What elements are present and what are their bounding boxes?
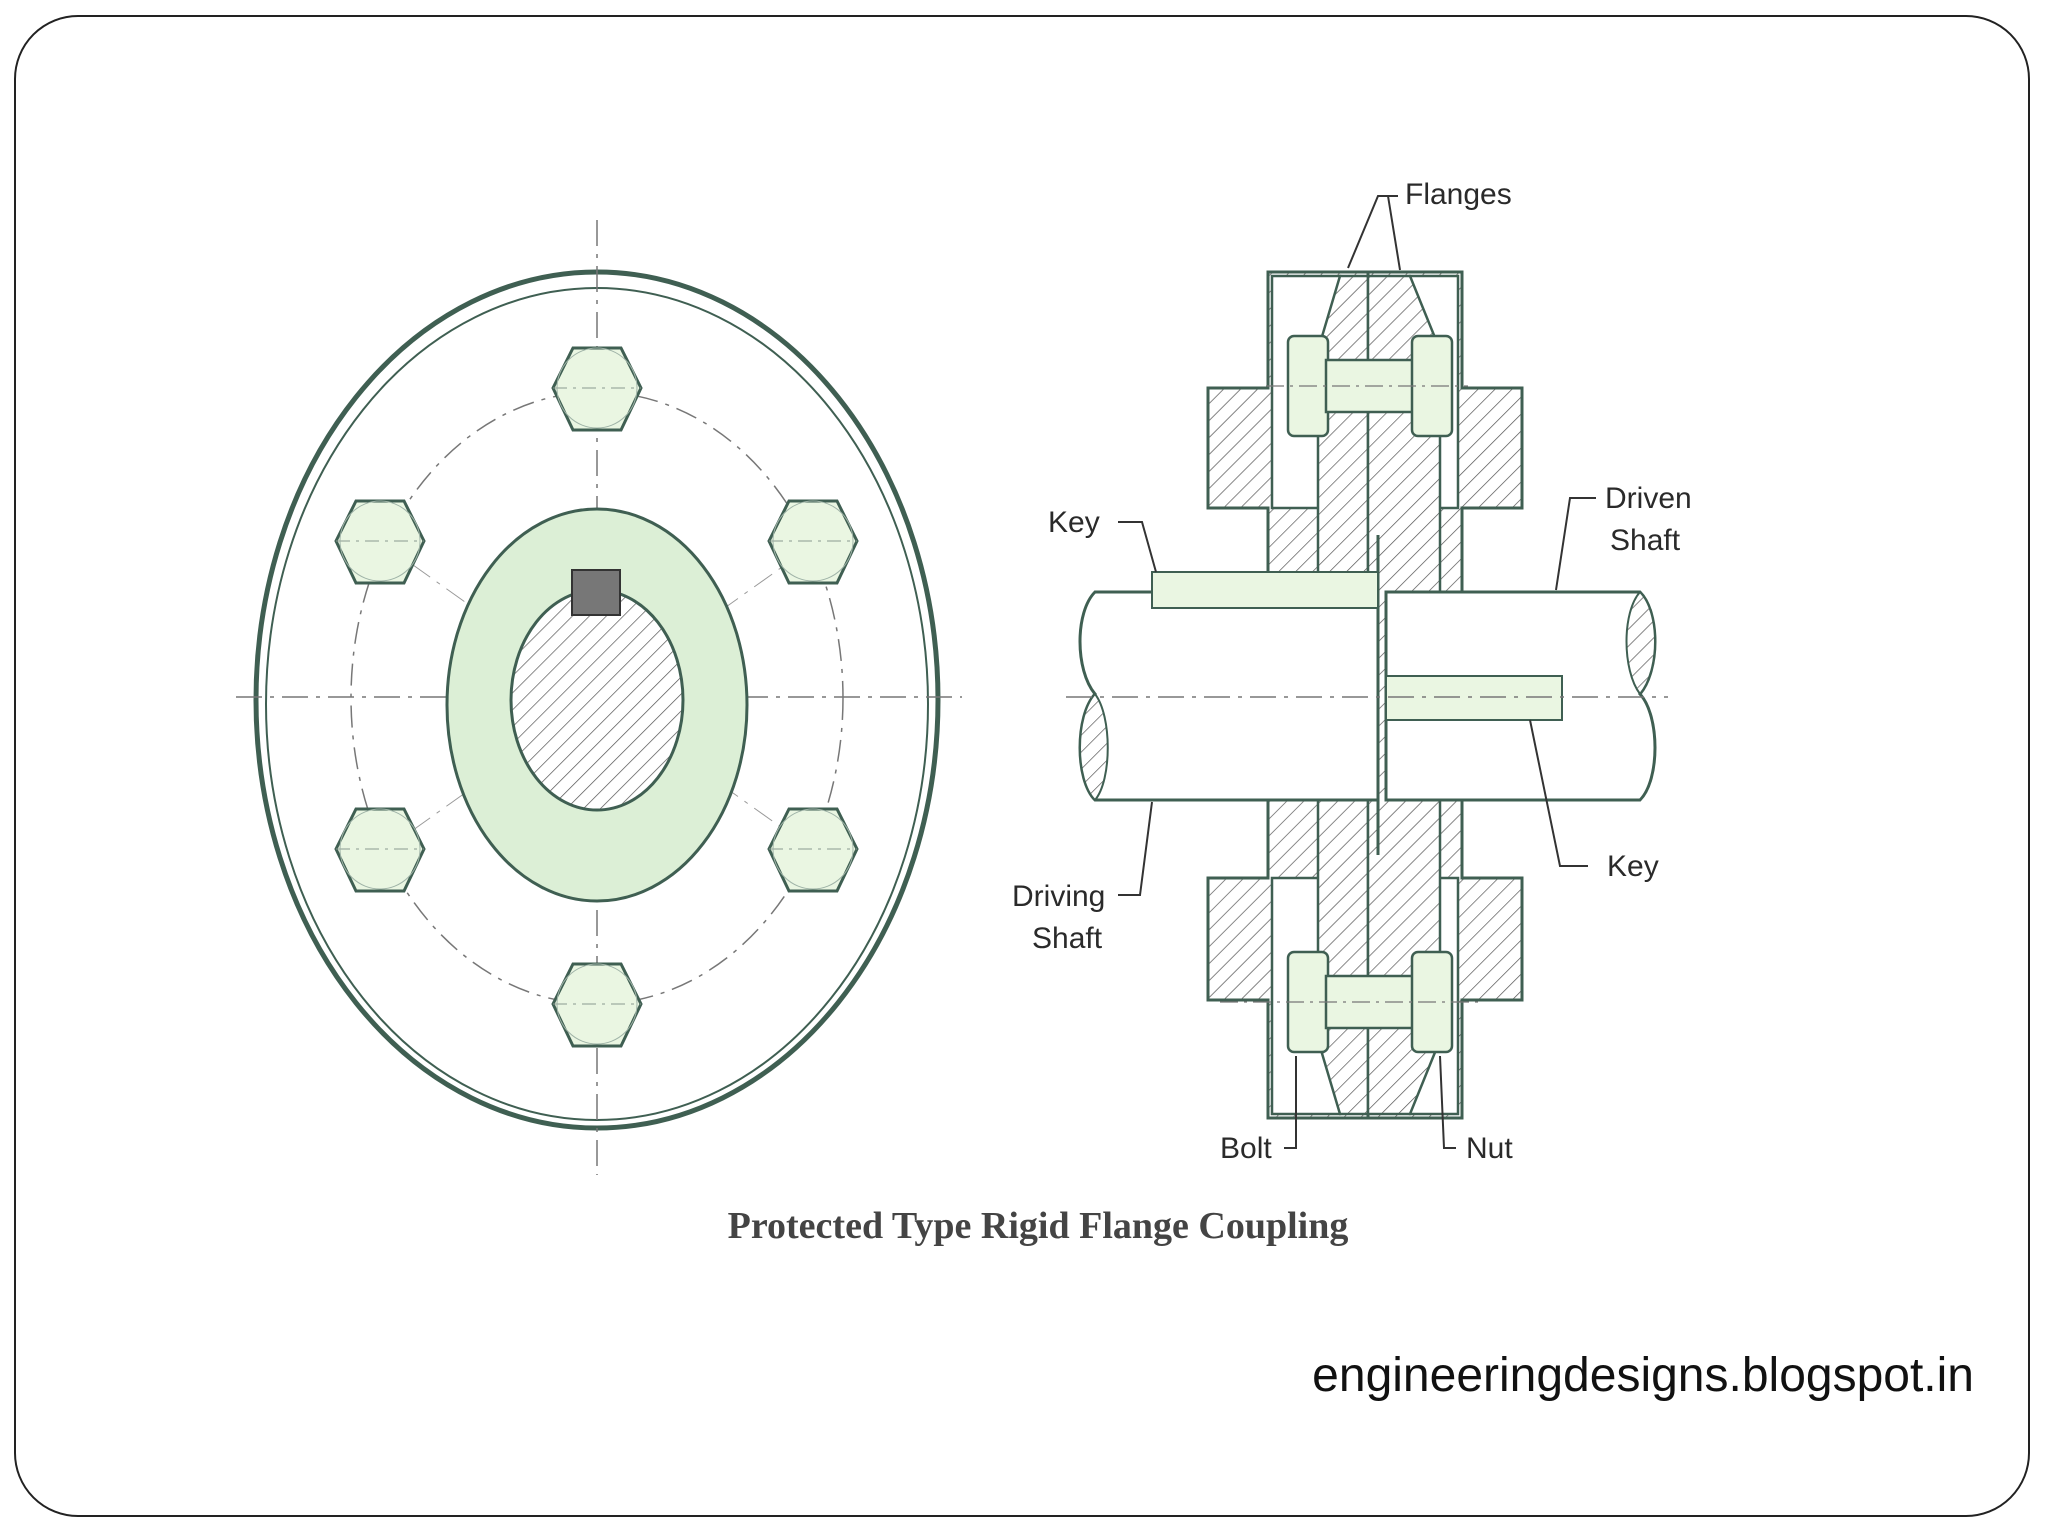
shaft-section [509, 588, 685, 812]
bolt-head-top [551, 346, 643, 432]
driven-shaft-break [1625, 590, 1656, 696]
watermark-url: engineeringdesigns.blogspot.in [1312, 1349, 1974, 1402]
bolt-head-upper-right [767, 499, 859, 585]
driving-key [1151, 571, 1379, 609]
label-bolt: Bolt [1220, 1132, 1272, 1165]
diagram-caption: Protected Type Rigid Flange Coupling [728, 1205, 1349, 1247]
label-driven-shaft-line2: Shaft [1610, 524, 1681, 557]
label-key-right: Key [1607, 850, 1659, 883]
label-driving-shaft-line1: Driving [1012, 880, 1105, 913]
label-driving-shaft-line2: Shaft [1032, 922, 1103, 955]
key-square [571, 569, 621, 616]
bolt-head-lower-right [767, 807, 859, 893]
bolt-head-lower-left [334, 807, 426, 893]
leader-lines [1118, 195, 1596, 1149]
label-driven-shaft-line1: Driven [1605, 482, 1692, 515]
label-flanges: Flanges [1405, 178, 1512, 211]
front-view [236, 220, 962, 1175]
driving-shaft-break [1079, 692, 1109, 802]
driven-key [1385, 675, 1563, 721]
bolt-head-bottom [551, 962, 643, 1048]
driving-shaft [1078, 590, 1380, 802]
label-key-left: Key [1048, 506, 1100, 539]
bolt-head-upper-left [334, 499, 426, 585]
side-view [1066, 270, 1668, 1120]
label-nut: Nut [1466, 1132, 1513, 1165]
lower-bolt-shank [1324, 974, 1420, 1030]
